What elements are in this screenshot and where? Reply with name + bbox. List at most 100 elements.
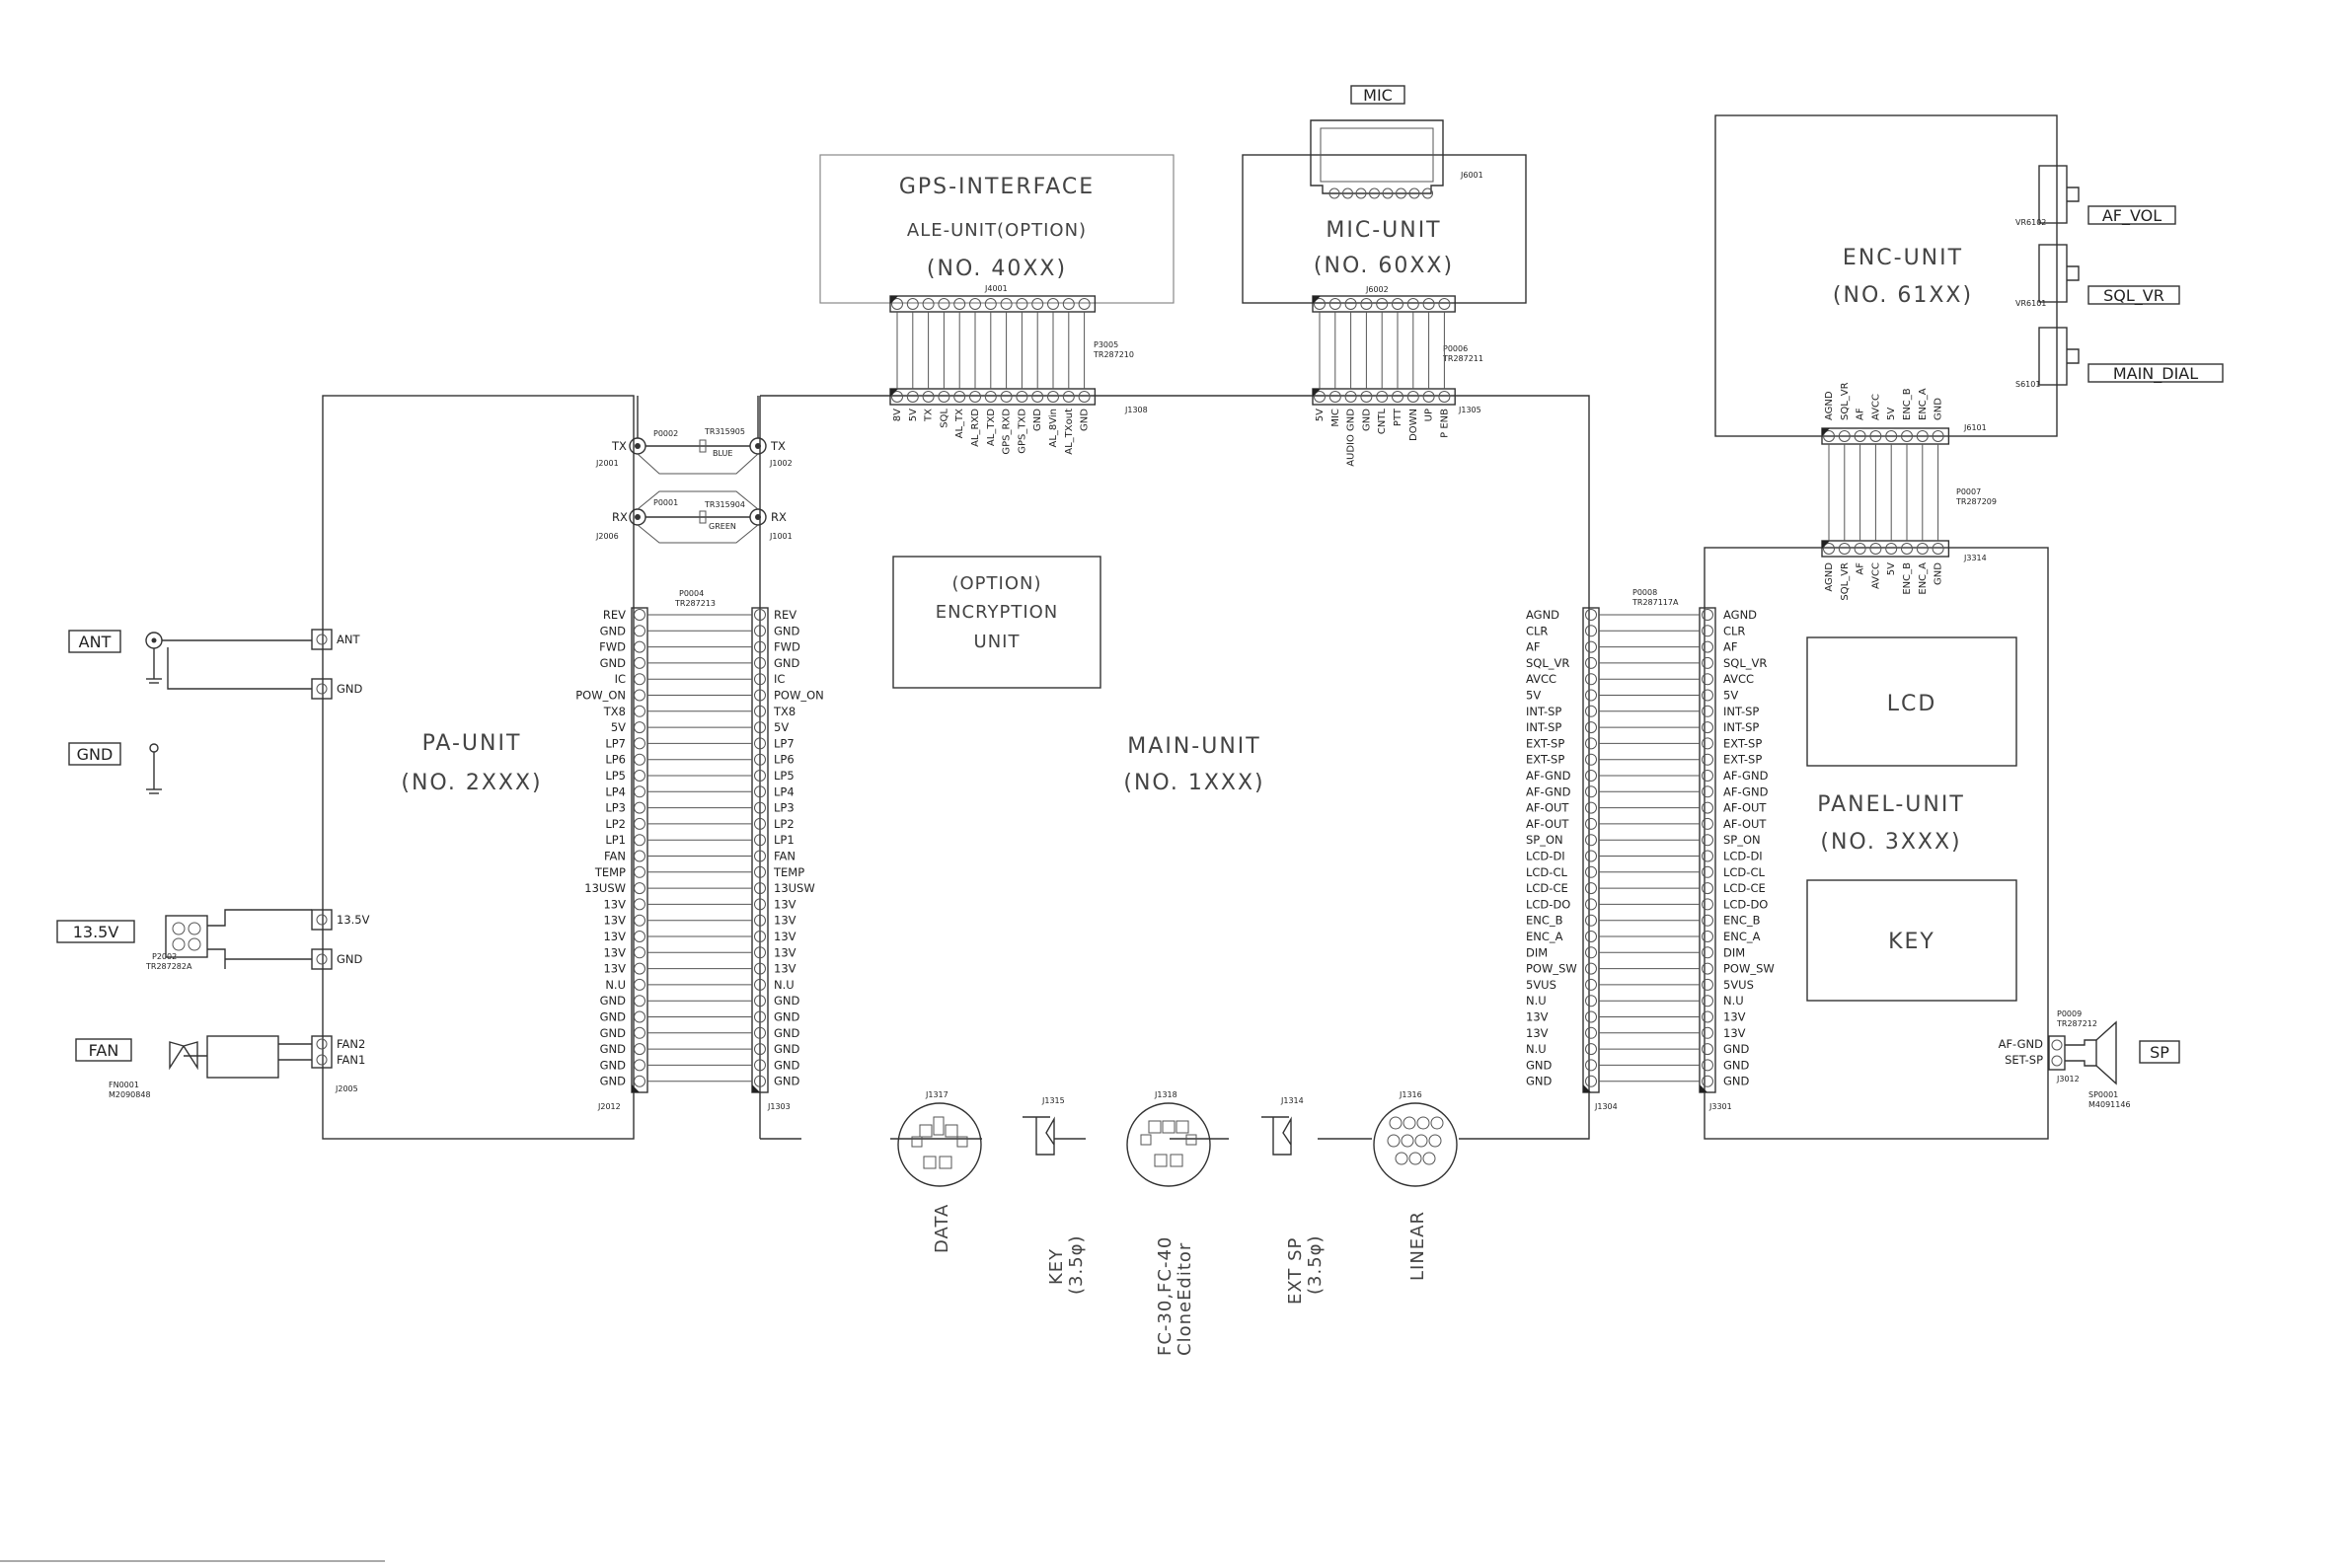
main-connector-j1304-pin — [1585, 865, 1597, 878]
pa-side-connectors: ANT GND 13.5V GND FAN2 FAN1 — [145, 629, 370, 1079]
gps-title-1: GPS-INTERFACE — [899, 175, 1095, 199]
panel-connector-j3314-pin — [1823, 543, 1835, 555]
bottom-connectors: DATA KEY (3.5φ) FC-30,FC-40 CloneEditor … — [897, 1102, 1458, 1356]
j3012-ref: J3012 — [2056, 1075, 2080, 1083]
main-pin-label: 13USW — [774, 881, 815, 895]
pa-connector-j2012-pin — [634, 931, 645, 942]
j3301-ref: J3301 — [1708, 1102, 1732, 1111]
pa-connector-j2012-pin — [634, 656, 645, 669]
main-pin-label: LP5 — [774, 769, 795, 783]
pa-connector-j2012-pin — [634, 1043, 645, 1056]
tr0008-ref: TR287117A — [1631, 598, 1679, 607]
panel-connector-j3301-pin — [1702, 640, 1713, 653]
mic-connector-j6002-pin — [1328, 298, 1341, 310]
gps-pin-label: 5V — [908, 409, 919, 421]
pa-connector-j2012-pin — [634, 753, 645, 766]
vr6102-ref: VR6102 — [2015, 218, 2046, 227]
pa-connector-j2012-pin — [634, 995, 645, 1008]
mic-pin-label: CNTL — [1377, 409, 1388, 435]
pa-pin-label: GND — [600, 1010, 627, 1024]
p0004-ref: P0004 — [679, 589, 704, 598]
main-connector-j1303-pin — [754, 770, 766, 782]
mic-pin-label: PTT — [1393, 408, 1403, 426]
main-panel-left-label: LCD-DO — [1526, 897, 1570, 911]
main-pin-label: GND — [774, 656, 800, 670]
panel-connector-j3314-pin — [1885, 543, 1898, 555]
j1315-ref: J1315 — [1041, 1096, 1065, 1105]
panel-connector-j3301-pin — [1702, 1075, 1713, 1087]
main-panel-left-label: AGND — [1526, 608, 1559, 622]
gps-pin-label: GND — [1032, 409, 1043, 431]
main-pin-label: IC — [774, 672, 785, 686]
main-panel-left-label: DIM — [1526, 945, 1548, 959]
pa-fan2-pin: FAN2 — [337, 1037, 365, 1051]
main-pin-label: TX8 — [773, 705, 796, 718]
enc-pin-label-top: ENC_A — [1918, 388, 1929, 420]
mic-jack-pin — [1328, 187, 1340, 199]
main-connector-j1308-pin — [891, 391, 903, 403]
main-panel-left-label: INT-SP — [1526, 720, 1561, 734]
enc-title-2: (NO. 61XX) — [1833, 283, 1973, 308]
mic-pin-label: P ENB — [1439, 409, 1450, 438]
gps-connector-j4001-pin — [1000, 298, 1013, 310]
pa-connector-j2012-pin — [634, 882, 645, 895]
gps-pin-label: SQL — [939, 409, 949, 428]
pa-connector-j2012-pin — [634, 1059, 645, 1072]
pa-connector-j2012 — [631, 607, 648, 1093]
reference-labels: J4001 P3005 TR287210 J1308 J6001 J6002 P… — [109, 171, 2131, 1111]
tr0004-ref: TR287213 — [674, 599, 716, 608]
main-pin-label: FAN — [774, 850, 796, 863]
panel-connector-j3301-pin — [1702, 673, 1713, 686]
mic-title-2: (NO. 60XX) — [1314, 254, 1454, 278]
enc-connector-j6101-pin — [1885, 430, 1898, 442]
main-connector-j1304-pin — [1585, 1010, 1597, 1023]
main-connector-j1303 — [751, 607, 769, 1093]
key-label-1: KEY — [1046, 1248, 1067, 1285]
p0002-ref: P0002 — [653, 429, 678, 438]
j1308-ref: J1308 — [1124, 406, 1148, 414]
frames — [322, 114, 2058, 1140]
pa-connector-j2012-pin — [634, 785, 645, 798]
main-panel-left-label: AF-GND — [1526, 784, 1571, 798]
gps-pin-label: AL_8Vin — [1048, 409, 1059, 448]
enc-pin-label-bottom: AVCC — [1870, 562, 1881, 589]
main-connector-j1303-pin — [754, 1059, 766, 1072]
pa-pin-label: LP1 — [605, 833, 626, 847]
main-pin-label: 13V — [774, 914, 796, 928]
panel-connector-j3301-pin — [1702, 978, 1713, 991]
speaker-icon — [2048, 1020, 2117, 1085]
mic-title-1: MIC-UNIT — [1326, 218, 1441, 243]
fc-label-2: CloneEditor — [1175, 1242, 1195, 1356]
enc-connector-j6101-pin — [1838, 430, 1851, 442]
main-connector-j1303-pin — [754, 721, 766, 734]
main-pin-label: GND — [774, 1042, 800, 1056]
p3005-ref: P3005 — [1094, 340, 1118, 349]
sql-vr-label: SQL_VR — [2103, 286, 2164, 306]
pa-pin-label: TX8 — [603, 705, 626, 718]
sp-part-ref: M4091146 — [2088, 1100, 2131, 1109]
main-connector-j1305-pin — [1328, 391, 1341, 403]
main-title-1: MAIN-UNIT — [1127, 734, 1260, 759]
main-panel-right-label: ENC_A — [1723, 930, 1761, 943]
main-connector-j1308-pin — [1078, 391, 1091, 403]
gps-connector-j4001-pin — [938, 298, 950, 310]
pa-pin-label: LP2 — [605, 817, 626, 831]
linear-connector-icon — [1373, 1102, 1458, 1187]
pa-pin-label: IC — [615, 672, 626, 686]
main-connector-j1304-pin — [1585, 898, 1597, 911]
pa-connector-j2012-pin — [634, 737, 645, 750]
gps-connector-j4001-pin — [1016, 298, 1028, 310]
panel-connector-j3301-pin — [1702, 865, 1713, 878]
tr3005-ref: TR287210 — [1093, 350, 1134, 359]
p0009-ref: P0009 — [2057, 1009, 2082, 1018]
main-connector-j1308-pin — [984, 391, 997, 403]
pa-pin-label: 13V — [603, 897, 626, 911]
gnd-label: GND — [77, 745, 114, 764]
enc-connector-j6101-pin — [1823, 430, 1835, 442]
af-vol-label: AF_VOL — [2102, 206, 2161, 226]
main-panel-left-label: 13V — [1526, 1010, 1549, 1024]
enc-pin-label-bottom: ENC_B — [1902, 562, 1913, 595]
main-panel-right-label: SQL_VR — [1723, 656, 1767, 670]
main-connector-j1303-pin — [754, 946, 766, 959]
main-connector-j1304-pin — [1585, 817, 1597, 830]
